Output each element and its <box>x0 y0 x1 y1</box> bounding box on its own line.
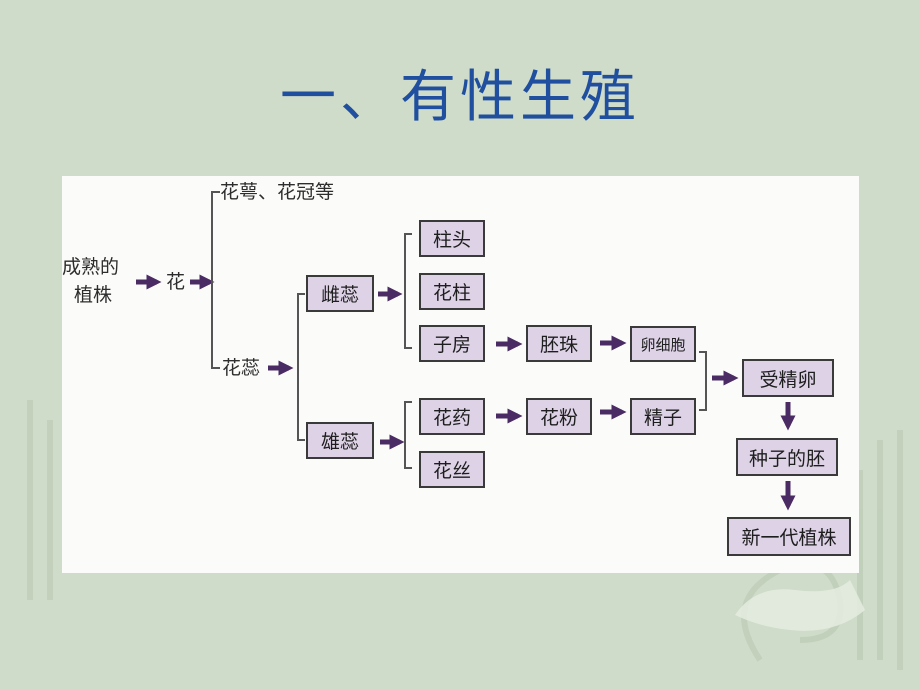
bracket-pistil <box>404 233 412 349</box>
box-filament: 花丝 <box>419 451 485 488</box>
label-calyx-corolla: 花萼、花冠等 <box>220 181 335 203</box>
label-stamens-pistils: 花蕊 <box>222 357 261 379</box>
label-flower: 花 <box>166 271 186 293</box>
connector-layer <box>136 191 796 511</box>
bracket-flower <box>211 191 220 369</box>
box-zygote: 受精卵 <box>742 359 834 397</box>
box-seed-embryo: 种子的胚 <box>736 438 838 476</box>
page-title: 一、有性生殖 <box>280 65 640 130</box>
box-ovary: 子房 <box>419 325 485 362</box>
box-stamen: 雄蕊 <box>306 422 374 459</box>
bracket-stamen <box>404 401 412 469</box>
box-anther: 花药 <box>419 398 485 435</box>
box-pistil: 雌蕊 <box>306 275 374 312</box>
label-mature-plant-line1: 成熟的 <box>62 256 120 278</box>
box-style: 花柱 <box>419 273 485 310</box>
reproduction-diagram: 成熟的 植株 花 花萼、花冠等 花蕊 雌蕊 雄蕊 柱头 花柱 子房 花药 花丝 … <box>62 176 859 573</box>
box-pollen: 花粉 <box>526 398 592 435</box>
label-mature-plant-line2: 植株 <box>74 284 113 306</box>
bracket-fertilization <box>699 351 707 411</box>
box-new-plant: 新一代植株 <box>727 517 851 556</box>
box-ovule: 胚珠 <box>526 325 592 362</box>
box-sperm: 精子 <box>630 398 696 435</box>
box-stigma: 柱头 <box>419 220 485 257</box>
bracket-stamens-pistils <box>297 293 305 441</box>
box-egg-cell: 卵细胞 <box>630 326 696 362</box>
